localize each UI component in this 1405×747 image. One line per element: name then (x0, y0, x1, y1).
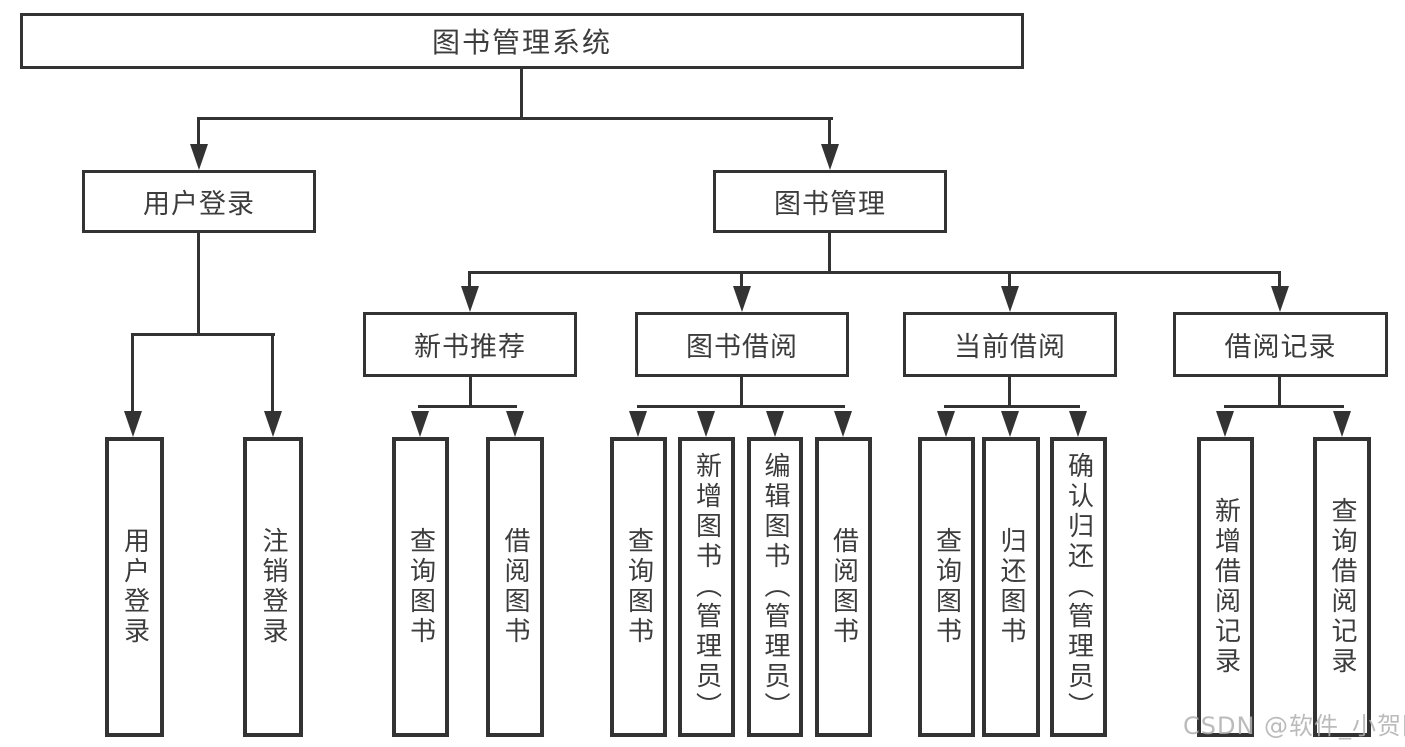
node-borrowing-records: 借阅记录 (1173, 312, 1388, 377)
connector-line (944, 405, 1080, 408)
node-label: 编辑图书（管理员） (760, 452, 790, 722)
node-label: 当前借阅 (954, 332, 1066, 363)
node-borrow-books-leaf: 借阅图书 (486, 437, 544, 737)
connector-line (197, 119, 200, 146)
node-label: 查询图书 (623, 527, 654, 647)
node-book-borrowing: 图书借阅 (635, 312, 849, 377)
node-logout-leaf: 注销登录 (243, 437, 303, 737)
connector-line (1278, 377, 1281, 408)
connector-line (131, 333, 275, 336)
arrowhead-down-icon (733, 286, 751, 312)
node-label: 新增图书（管理员） (691, 452, 722, 722)
arrowhead-down-icon (697, 411, 715, 437)
node-query-borrow-record-leaf: 查询借阅记录 (1313, 437, 1371, 737)
arrowhead-down-icon (506, 411, 524, 437)
arrowhead-down-icon (937, 411, 955, 437)
connector-line (418, 405, 517, 408)
node-label: 确认归还（管理员） (1063, 452, 1094, 722)
node-query-books-leaf: 查询图书 (392, 437, 449, 737)
node-label: 借阅记录 (1224, 332, 1337, 363)
arrowhead-down-icon (124, 411, 142, 437)
node-user-login-leaf: 用户登录 (105, 437, 164, 737)
connector-line (197, 117, 833, 120)
node-add-book-admin-leaf: 新增图书（管理员） (678, 437, 735, 737)
arrowhead-down-icon (1271, 286, 1289, 312)
node-label: 注销登录 (258, 527, 288, 647)
connector-line (131, 336, 134, 412)
connector-line (469, 377, 472, 408)
arrowhead-down-icon (1001, 411, 1019, 437)
connector-line (740, 377, 743, 408)
arrowhead-down-icon (834, 411, 852, 437)
node-label: 新增借阅记录 (1210, 497, 1241, 677)
node-confirm-return-admin-leaf: 确认归还（管理员） (1050, 437, 1107, 737)
node-label: 查询图书 (931, 527, 962, 647)
node-borrow-books-leaf: 借阅图书 (815, 437, 872, 737)
node-label: 图书借阅 (686, 332, 798, 363)
arrowhead-down-icon (1333, 411, 1351, 437)
node-label: 图书管理系统 (431, 26, 612, 59)
node-label: 用户登录 (143, 189, 255, 220)
node-query-books-leaf: 查询图书 (610, 437, 667, 737)
arrowhead-down-icon (411, 411, 429, 437)
node-edit-book-admin-leaf: 编辑图书（管理员） (747, 437, 803, 737)
connector-line (828, 233, 831, 273)
arrowhead-down-icon (190, 144, 208, 170)
node-label: 归还图书 (996, 527, 1026, 647)
arrowhead-down-icon (1216, 411, 1234, 437)
node-return-books-leaf: 归还图书 (982, 437, 1040, 737)
connector-line (828, 119, 831, 146)
connector-line (740, 274, 743, 286)
connector-line (1224, 405, 1344, 408)
node-label: 用户登录 (119, 527, 150, 647)
arrowhead-down-icon (264, 411, 282, 437)
connector-line (197, 233, 200, 335)
node-label: 借阅图书 (828, 527, 859, 647)
arrowhead-down-icon (461, 286, 479, 312)
connector-line (1008, 274, 1011, 286)
node-new-book-recommendation: 新书推荐 (363, 312, 577, 377)
arrowhead-down-icon (1069, 411, 1087, 437)
arrowhead-down-icon (766, 411, 784, 437)
csdn-watermark: CSDN @软件_小贺同学 (1183, 712, 1405, 740)
connector-line (468, 271, 1281, 274)
arrowhead-down-icon (1001, 286, 1019, 312)
node-query-books-leaf: 查询图书 (918, 437, 975, 737)
arrowhead-down-icon (629, 411, 647, 437)
node-label: 查询图书 (405, 527, 436, 647)
node-label: 查询借阅记录 (1327, 497, 1357, 677)
connector-line (271, 336, 274, 412)
node-label: 借阅图书 (500, 527, 530, 647)
node-label: 新书推荐 (414, 332, 526, 363)
node-add-borrow-record-leaf: 新增借阅记录 (1197, 437, 1254, 737)
connector-line (1008, 377, 1011, 408)
node-label: 图书管理 (774, 189, 886, 220)
node-user-login: 用户登录 (82, 170, 316, 233)
node-current-borrowing: 当前借阅 (903, 312, 1117, 377)
connector-line (1278, 274, 1281, 286)
arrowhead-down-icon (821, 144, 839, 170)
connector-line (468, 274, 471, 286)
node-library-management-system: 图书管理系统 (20, 13, 1024, 69)
connector-line (520, 69, 523, 119)
connector-line (637, 405, 845, 408)
node-book-management: 图书管理 (713, 170, 947, 233)
